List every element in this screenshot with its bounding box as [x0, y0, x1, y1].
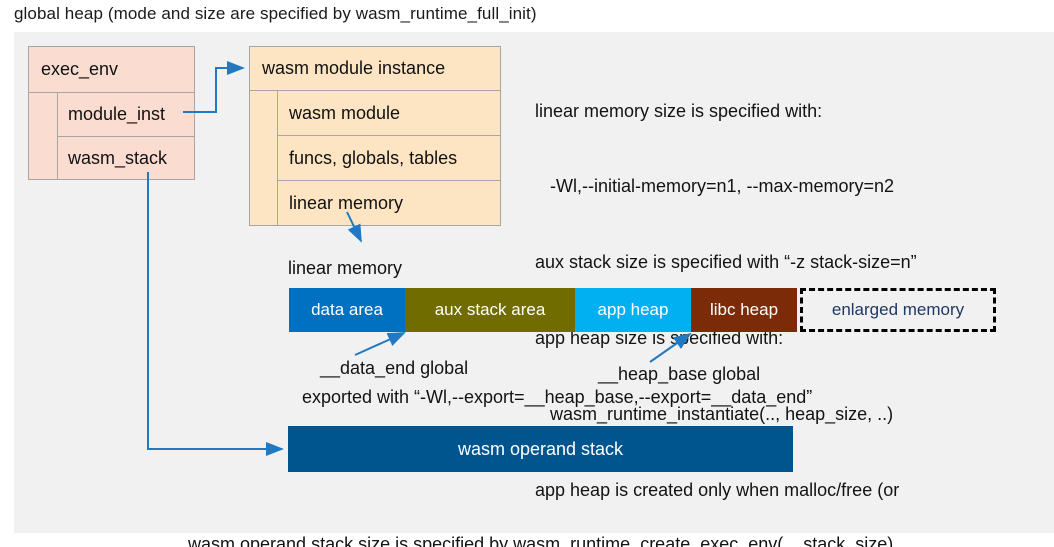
exec-env-header: exec_env [29, 47, 194, 93]
memory-segment-enlarged-memory: enlarged memory [800, 288, 996, 332]
exec-env-fields: module_inst wasm_stack [58, 93, 194, 180]
linear-memory-bar: data area aux stack area app heap libc h… [289, 288, 996, 332]
annotation-data-end: __data_end global [320, 358, 469, 378]
module-field-wasm-module-label: wasm module [289, 102, 401, 123]
note-line: -Wl,--initial-memory=n1, --max-memory=n2 [535, 176, 895, 197]
annotation-heap-base: __heap_base global [598, 364, 761, 384]
exec-env-field-module-inst: module_inst [58, 93, 194, 137]
wasm-module-instance-header: wasm module instance [250, 47, 500, 91]
wasm-module-instance-fields: wasm module funcs, globals, tables linea… [278, 91, 500, 225]
wasm-module-instance-body: wasm module funcs, globals, tables linea… [250, 91, 500, 225]
exec-env-gutter [29, 93, 58, 180]
note-line: app heap is created only when malloc/fre… [535, 480, 900, 501]
exec-env-field-wasm-stack: wasm_stack [58, 137, 194, 180]
memory-segment-enlarged-memory-label: enlarged memory [831, 300, 965, 319]
note-line: wasm operand stack size is specified by … [188, 534, 894, 547]
wasm-module-instance-box: wasm module instance wasm module funcs, … [249, 46, 501, 226]
module-field-linear-memory-label: linear memory [289, 192, 404, 213]
exec-env-box: exec_env module_inst wasm_stack [28, 46, 195, 180]
memory-segment-aux-stack-area: aux stack area [405, 288, 575, 332]
wasm-module-instance-gutter [250, 91, 278, 225]
exec-env-field-module-inst-label: module_inst [68, 104, 166, 124]
note-line: aux stack size is specified with “-z sta… [535, 252, 917, 273]
wasm-operand-stack-box: wasm operand stack [288, 426, 793, 472]
module-field-linear-memory: linear memory [278, 181, 500, 225]
memory-segment-data-area-label: data area [311, 300, 383, 319]
memory-segment-app-heap: app heap [575, 288, 691, 332]
note-line: linear memory size is specified with: [535, 100, 823, 121]
annotation-exported-with: exported with “-Wl,--export=__heap_base,… [302, 387, 813, 407]
memory-segment-data-area: data area [289, 288, 405, 332]
exec-env-body: module_inst wasm_stack [29, 93, 194, 180]
exec-env-field-wasm-stack-label: wasm_stack [68, 148, 168, 168]
note-line: wasm_runtime_instantiate(.., heap_size, … [535, 404, 894, 425]
memory-segment-aux-stack-area-label: aux stack area [434, 300, 546, 319]
wasm-module-instance-title: wasm module instance [262, 58, 446, 78]
page-title: global heap (mode and size are specified… [14, 4, 537, 23]
module-field-funcs-globals-tables-label: funcs, globals, tables [289, 147, 458, 168]
exec-env-title: exec_env [41, 59, 119, 79]
module-field-wasm-module: wasm module [278, 91, 500, 136]
linear-memory-label: linear memory [288, 258, 403, 278]
memory-segment-libc-heap-label: libc heap [709, 300, 779, 319]
operand-stack-notes: wasm operand stack size is specified by … [188, 481, 893, 547]
module-field-funcs-globals-tables: funcs, globals, tables [278, 136, 500, 181]
memory-segment-app-heap-label: app heap [597, 300, 669, 319]
memory-segment-libc-heap: libc heap [691, 288, 797, 332]
wasm-operand-stack-label: wasm operand stack [457, 438, 624, 459]
memory-config-notes: linear memory size is specified with: -W… [535, 48, 1040, 547]
